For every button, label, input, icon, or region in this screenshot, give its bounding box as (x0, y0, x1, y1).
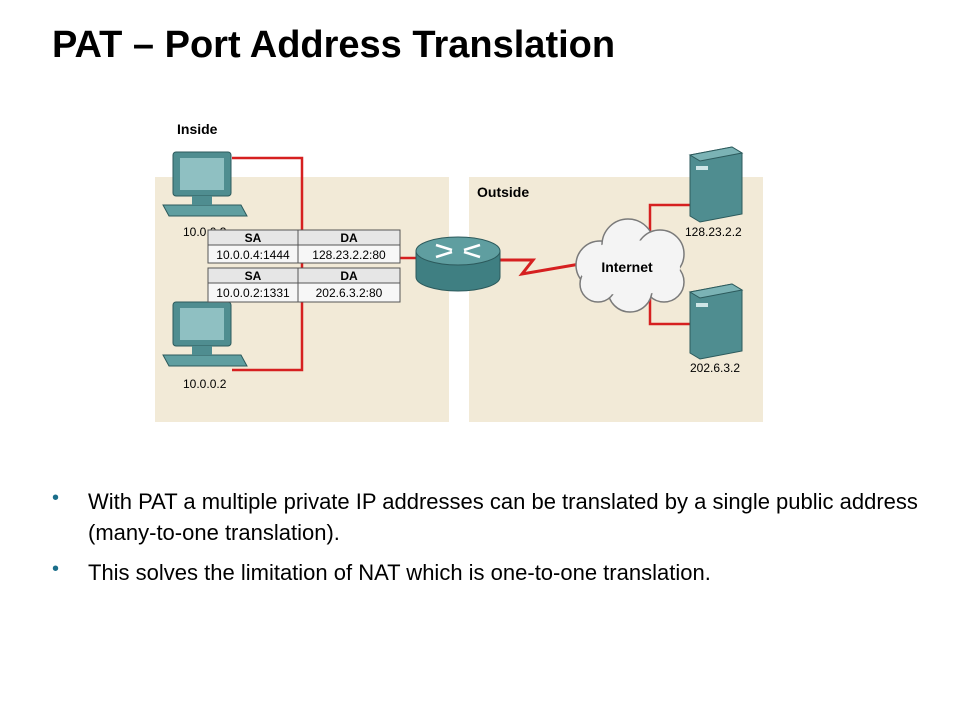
server-icon (688, 146, 744, 223)
host2-ip: 10.0.0.2 (183, 377, 227, 391)
pat-network-diagram: Inside Outside 10.0.0.3 10.0.0.2 SA DA 1… (155, 121, 763, 422)
table1-sa-value: 10.0.0.4:1444 (216, 248, 290, 262)
bullet-list: • With PAT a multiple private IP address… (52, 486, 932, 597)
translation-table-1: SA DA 10.0.0.4:1444 128.23.2.2:80 (207, 229, 401, 264)
router-icon (415, 236, 501, 292)
table2-header-da: DA (340, 269, 358, 283)
bullet-item: • This solves the limitation of NAT whic… (52, 557, 932, 588)
server1-ip: 128.23.2.2 (685, 225, 742, 239)
cloud-icon (575, 218, 685, 313)
table1-da-value: 128.23.2.2:80 (312, 248, 386, 262)
server-icon (688, 283, 744, 360)
serial-link (500, 258, 581, 277)
bullet-item: • With PAT a multiple private IP address… (52, 486, 932, 548)
computer-icon (162, 301, 248, 367)
table2-da-value: 202.6.3.2:80 (316, 286, 383, 300)
table2-header-sa: SA (245, 269, 262, 283)
inside-label: Inside (177, 121, 218, 137)
bullet-text: This solves the limitation of NAT which … (88, 560, 711, 585)
table1-header-sa: SA (245, 231, 262, 245)
internet-label: Internet (601, 259, 653, 275)
bullet-text: With PAT a multiple private IP addresses… (88, 489, 918, 545)
table1-header-da: DA (340, 231, 358, 245)
slide-title: PAT – Port Address Translation (52, 24, 616, 66)
bullet-dot-icon: • (52, 487, 60, 509)
translation-table-2: SA DA 10.0.0.2:1331 202.6.3.2:80 (207, 267, 401, 303)
table2-sa-value: 10.0.0.2:1331 (216, 286, 290, 300)
bullet-dot-icon: • (52, 558, 60, 580)
computer-icon (162, 151, 248, 217)
outside-label: Outside (477, 184, 529, 200)
server2-ip: 202.6.3.2 (690, 361, 740, 375)
